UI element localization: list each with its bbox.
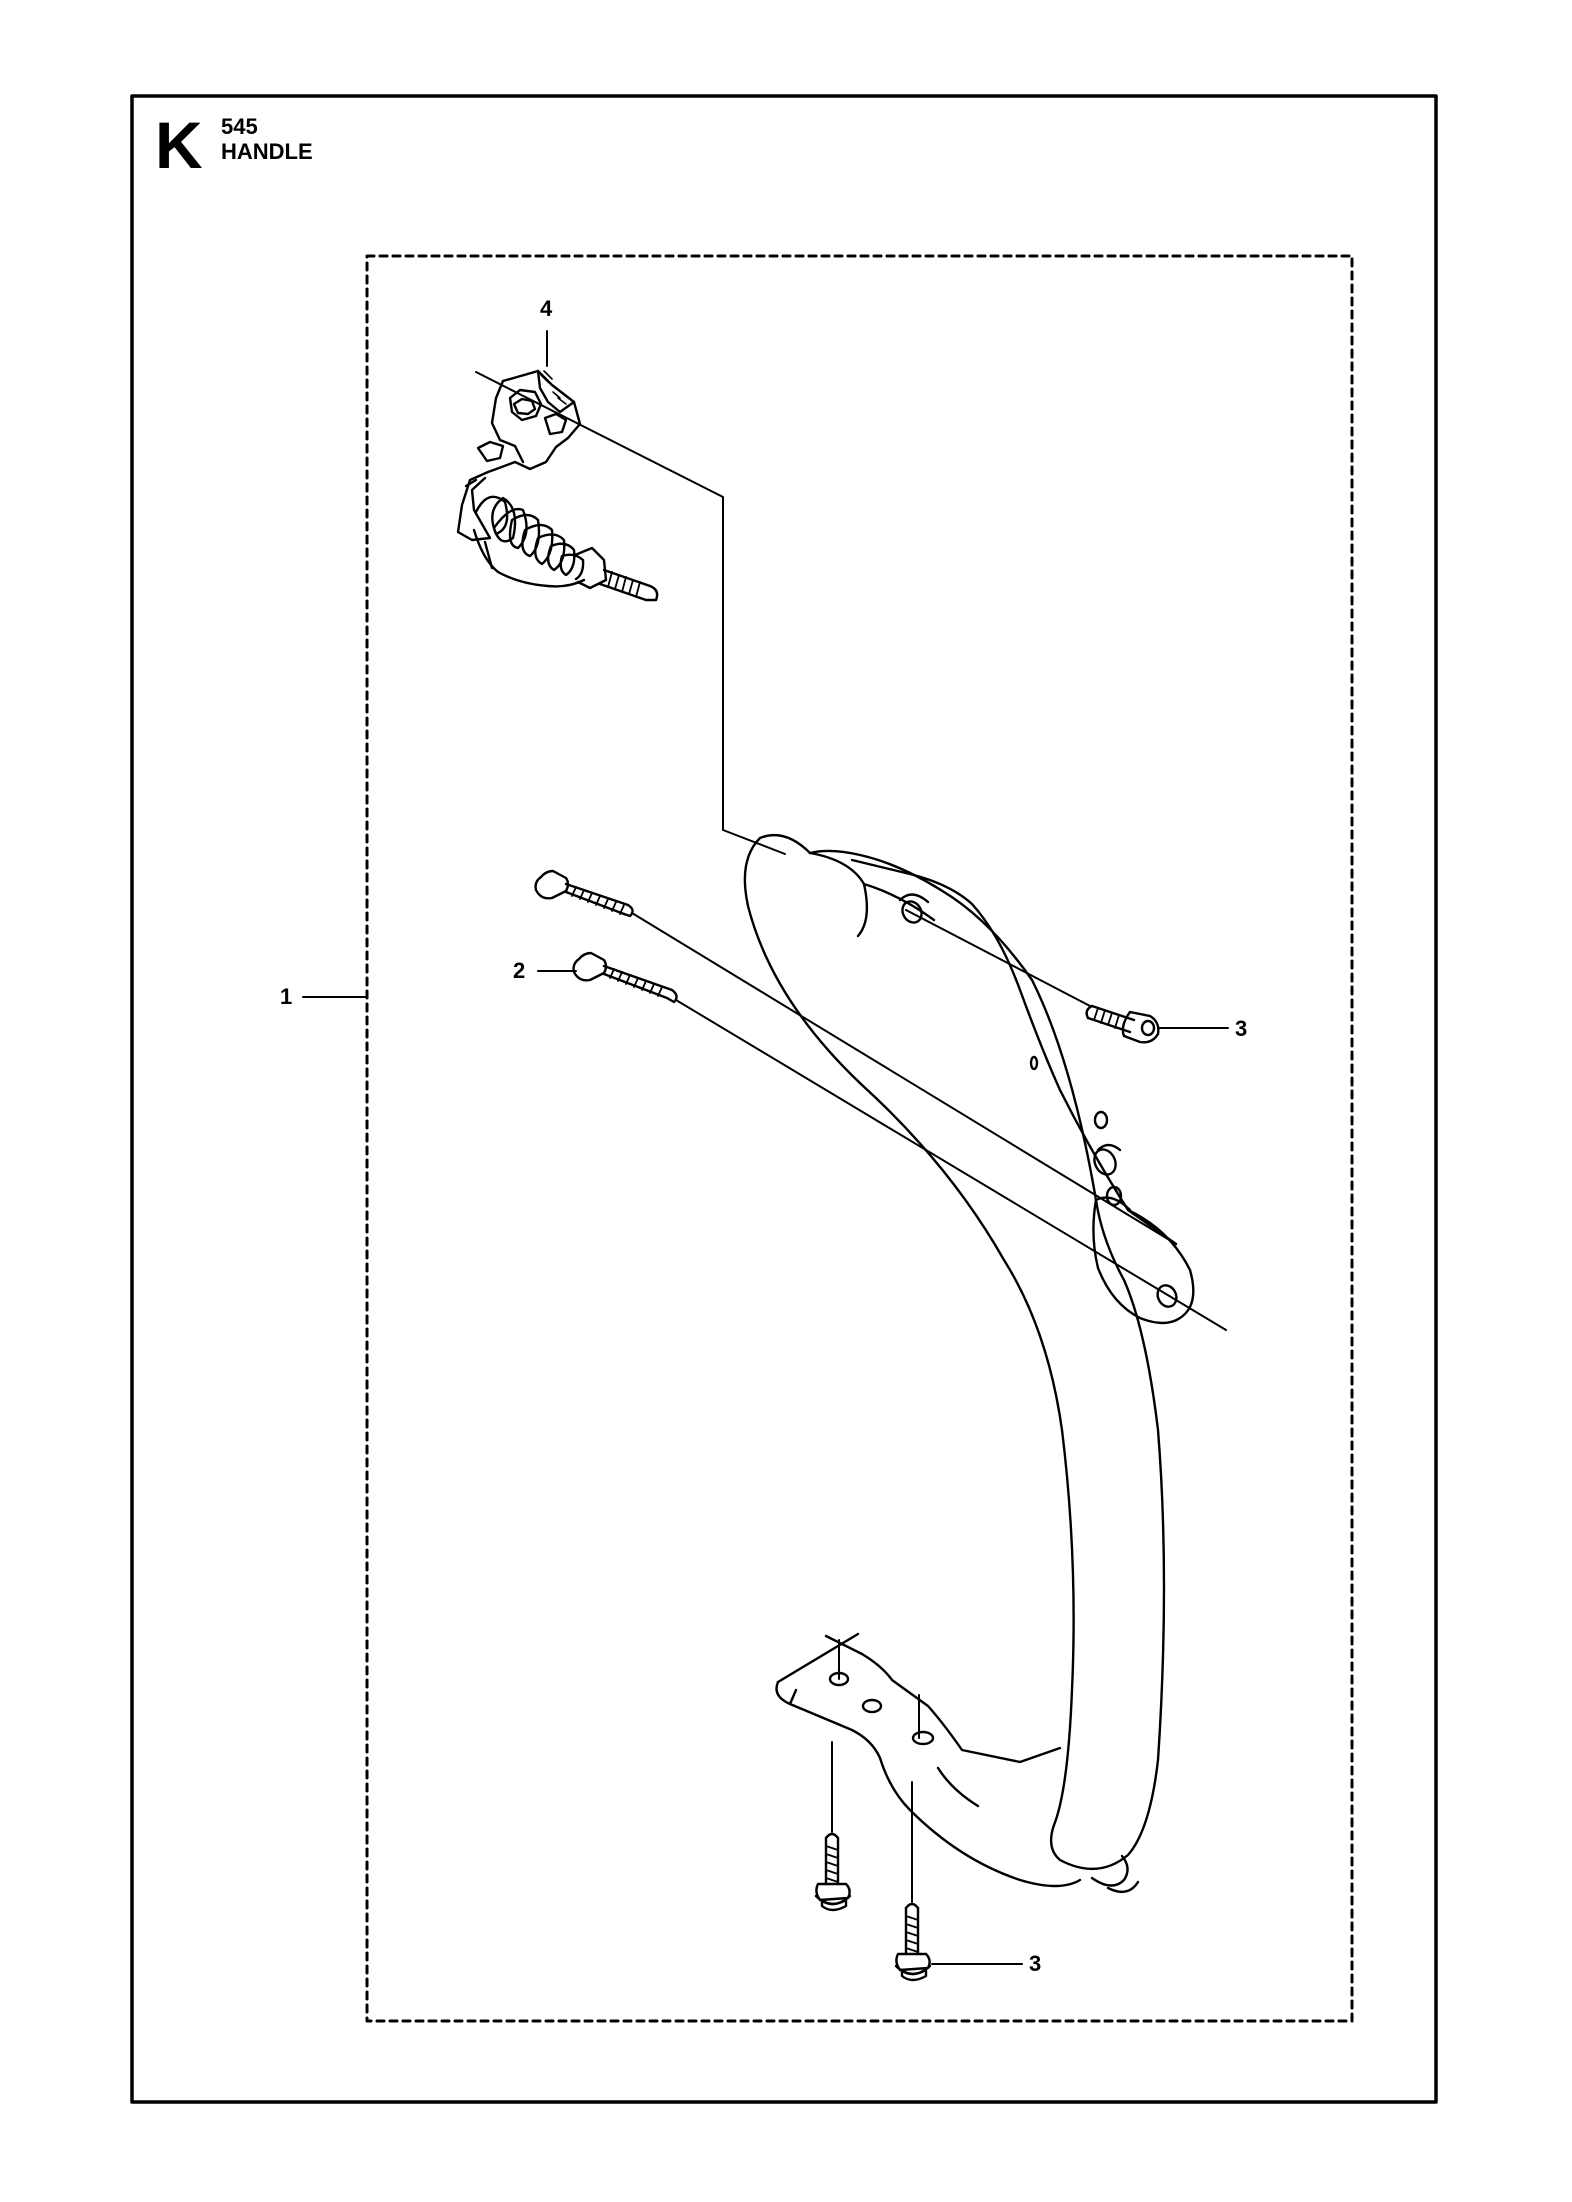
part-1-front-handle: [743, 833, 1195, 1894]
part-3-screw-upper: [1085, 1004, 1160, 1044]
callout-3-upper: 3: [1235, 1016, 1248, 1041]
part-2-screws: [534, 869, 678, 1004]
leader-2-lower-screw: [675, 999, 1227, 1331]
callout-4: 4: [540, 296, 553, 321]
leader-4-assembly: [475, 371, 786, 855]
section-letter: K: [155, 108, 203, 182]
leader-3-upper-path: [905, 909, 1091, 1007]
callout-3-lower: 3: [1029, 1951, 1042, 1976]
part-3-screw-lower-right: [894, 1902, 932, 1982]
page-frame: [130, 94, 1438, 2104]
part-4-av-element: [456, 369, 659, 602]
part-3-screw-lower-left: [814, 1832, 852, 1912]
callout-1: 1: [280, 984, 293, 1009]
section-title: HANDLE: [221, 139, 313, 164]
model-number: 545: [221, 114, 258, 139]
kit-boundary: [365, 254, 1354, 2023]
leader-2-upper-screw: [631, 912, 1177, 1245]
callout-2: 2: [513, 958, 526, 983]
